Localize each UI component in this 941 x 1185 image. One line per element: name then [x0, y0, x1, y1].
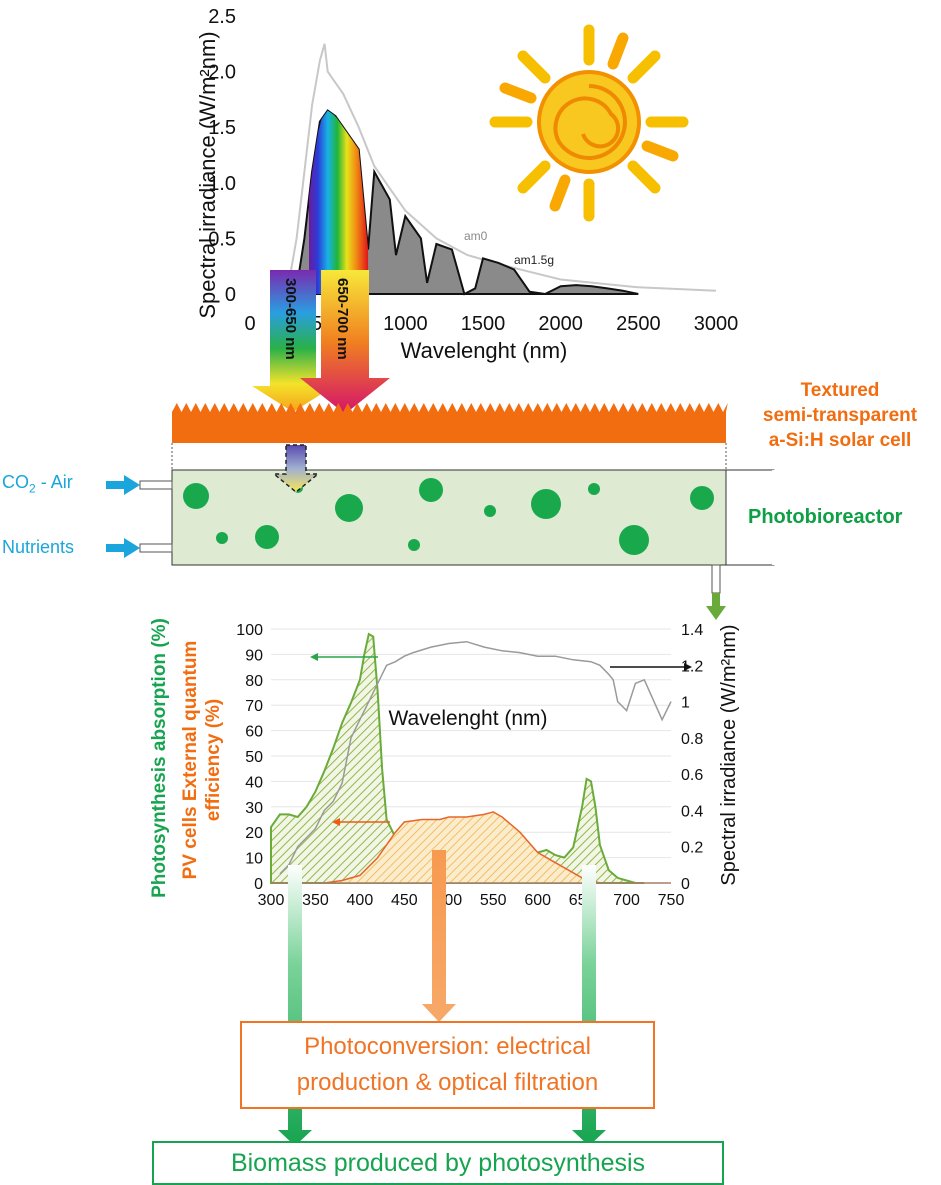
bottom-x-tick-label: 550 — [480, 892, 507, 909]
bottom-right-tick-label: 0.6 — [681, 767, 703, 784]
bottom-right-tick-label: 0.2 — [681, 840, 703, 857]
bottom-y-axis-label-orange-1: PV cells External quantum — [180, 641, 201, 880]
co2-air-label: CO2 - Air — [2, 472, 73, 496]
bottom-left-tick-label: 50 — [245, 749, 263, 766]
bottom-right-tick-label: 1 — [681, 695, 690, 712]
top-y-tick-label: 0 — [225, 284, 236, 306]
solar-cell-label: Textured semi-transparent a-Si:H solar c… — [740, 378, 940, 453]
co2-text: CO — [2, 472, 29, 492]
top-x-tick-label: 3000 — [694, 313, 739, 335]
top-x-axis-label: Wavelenght (nm) — [401, 338, 568, 363]
photoconversion-line: production & optical filtration — [296, 1069, 599, 1096]
nutrients-inlet-arrow — [106, 538, 140, 558]
spectral-irradiance-series — [279, 640, 672, 875]
co2-inlet-arrow — [106, 475, 140, 495]
orange-flow-arrow — [422, 850, 456, 1022]
top-x-tick-label: 2500 — [616, 313, 661, 335]
top-x-tick-label: 1500 — [461, 313, 506, 335]
bottom-x-tick-label: 700 — [613, 892, 640, 909]
orange-axis-arrow — [332, 818, 390, 826]
top-y-ticks: 0 0.5 1.0 1.5 2.0 2.5 — [208, 6, 236, 306]
bottom-y-axis-label-orange-2: efficiency (%) — [203, 699, 224, 821]
outlet-arrow — [706, 593, 726, 620]
band-arrow-650-700: 650-700 nm — [300, 270, 390, 414]
top-x-tick-label: 2000 — [538, 313, 583, 335]
bottom-x-axis-label: Wavelenght (nm) — [388, 707, 547, 730]
bottom-left-tick-label: 80 — [245, 673, 263, 690]
flow-arrows — [278, 850, 606, 1146]
biomass-box: Biomass produced by photosynthesis — [152, 1141, 724, 1185]
bottom-x-tick-label: 350 — [302, 892, 329, 909]
bottom-x-tick-label: 450 — [391, 892, 418, 909]
photoconversion-line: Photoconversion: electrical — [304, 1033, 591, 1060]
photobioreactor — [106, 444, 778, 620]
band-arrow-650-700-label: 650-700 nm — [334, 278, 351, 360]
top-x-tick-label: 0 — [244, 313, 255, 335]
bottom-left-tick-label: 40 — [245, 774, 263, 791]
co2-subscript: 2 — [29, 481, 36, 496]
absorption-efficiency-chart: 0 10 20 30 40 50 60 70 80 90 100 0 0.2 0.4 0.6 0.8 1 1.2 1… — [149, 618, 740, 909]
bottom-right-tick-label: 0 — [681, 876, 690, 893]
bottom-left-tick-label: 10 — [245, 851, 263, 868]
band-arrow-300-650: 300-650 nm — [252, 270, 334, 412]
sun-icon — [489, 24, 689, 222]
top-x-tick-label: 1000 — [383, 313, 428, 335]
am0-series — [287, 43, 717, 292]
top-y-tick-label: 1.5 — [208, 117, 236, 139]
bottom-x-tick-label: 750 — [658, 892, 685, 909]
bottom-x-tick-label: 300 — [258, 892, 285, 909]
bottom-right-tick-label: 0.8 — [681, 731, 703, 748]
am0-label: am0 — [464, 229, 488, 243]
nutrients-label: Nutrients — [2, 537, 75, 557]
am15g-label: am1.5g — [514, 253, 554, 267]
black-axis-arrow — [610, 663, 692, 671]
top-y-axis-label: Spectral irradiance (W/m²nm) — [195, 31, 220, 318]
bottom-left-tick-label: 20 — [245, 825, 263, 842]
bottom-left-tick-label: 30 — [245, 800, 263, 817]
textured-surface — [172, 403, 728, 412]
bottom-left-tick-label: 0 — [254, 876, 263, 893]
co2-tail: - Air — [35, 472, 73, 492]
bottom-right-tick-label: 0.4 — [681, 803, 703, 820]
bottom-ticks: 0 10 20 30 40 50 60 70 80 90 100 0 0.2 0.4 0.6 0.8 1 1.2 1… — [236, 622, 703, 909]
top-y-tick-label: 2.5 — [208, 6, 236, 28]
top-y-tick-label: 0.5 — [208, 228, 236, 250]
solar-cell-label-line: a-Si:H solar cell — [768, 430, 912, 451]
top-y-tick-label: 1.0 — [208, 173, 236, 195]
visible-spectrum-band — [309, 110, 369, 294]
solar-cell-label-line: semi-transparent — [762, 405, 918, 426]
top-x-ticks: 050010001500200025003000 — [244, 313, 738, 335]
bottom-y-axis-label-right: Spectral irradiance (W/m²nm) — [718, 624, 740, 885]
bottom-left-tick-label: 60 — [245, 724, 263, 741]
green-axis-arrow — [310, 653, 378, 661]
bottom-left-tick-label: 70 — [245, 698, 263, 715]
photoconversion-box: Photoconversion: electrical production &… — [240, 1021, 655, 1109]
bottom-x-tick-label: 600 — [524, 892, 551, 909]
bottom-left-tick-label: 100 — [236, 622, 263, 639]
green-flow-arrow-left — [278, 865, 312, 1146]
bottom-y-axis-label-green: Photosynthesis absorption (%) — [149, 618, 170, 898]
green-flow-arrow-right — [572, 865, 606, 1146]
photobioreactor-label: Photobioreactor — [748, 506, 903, 528]
solar-spectrum-chart: 00.51.01.52.02.5 05001000150020002500300… — [195, 6, 738, 363]
top-y-tick-label: 2.0 — [208, 62, 236, 84]
bottom-right-tick-label: 1.2 — [681, 658, 703, 675]
solar-cell — [171, 403, 728, 470]
solar-cell-label-line: Textured — [800, 380, 880, 401]
bottom-left-tick-label: 90 — [245, 647, 263, 664]
filtered-light-arrow — [271, 444, 321, 493]
band-arrow-300-650-label: 300-650 nm — [282, 278, 299, 360]
bottom-right-tick-label: 1.4 — [681, 622, 703, 639]
bottom-x-tick-label: 400 — [347, 892, 374, 909]
algae-cells — [183, 478, 714, 555]
